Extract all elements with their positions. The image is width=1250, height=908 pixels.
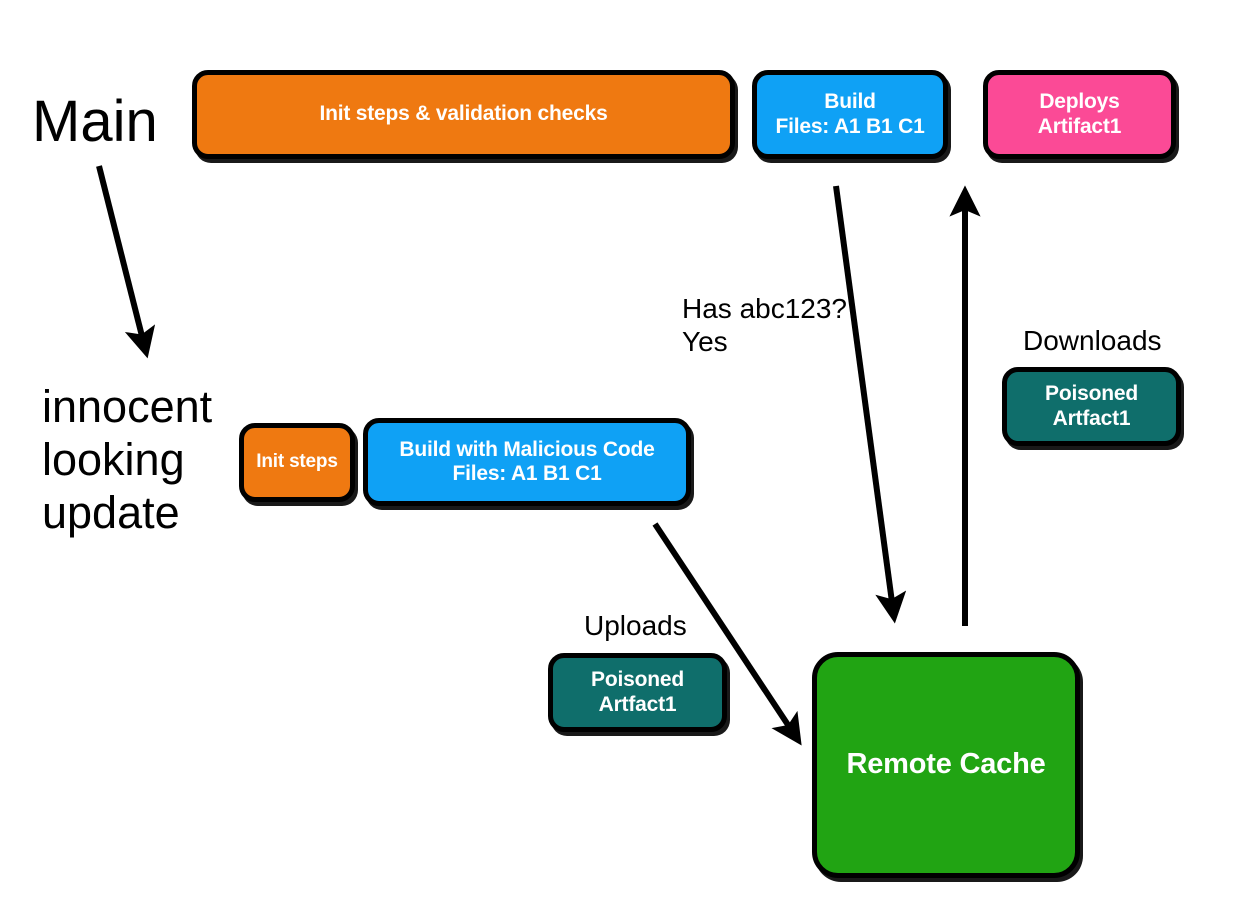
node-deploys-artifact1[interactable]: Deploys Artifact1	[983, 70, 1176, 159]
arrow-cache-lookup	[833, 185, 907, 624]
edge-label-downloads: Downloads	[1023, 325, 1162, 356]
node-init-steps-and-validation-checks[interactable]: Init steps & validation checks	[192, 70, 735, 159]
node-poisoned-artifact-uploaded[interactable]: Poisoned Artfact1	[548, 653, 727, 732]
lane-label-main: Main	[32, 89, 158, 154]
lane-label-feature-branch: innocent looking update	[42, 381, 213, 539]
node-build-main[interactable]: Build Files: A1 B1 C1	[752, 70, 948, 159]
node-remote-cache[interactable]: Remote Cache	[812, 652, 1080, 878]
edge-label-uploads: Uploads	[584, 610, 687, 641]
edge-label-cache-lookup: Has abc123? Yes	[682, 293, 848, 358]
node-build-with-malicious-code[interactable]: Build with Malicious Code Files: A1 B1 C…	[363, 418, 691, 506]
node-poisoned-artifact-downloaded[interactable]: Poisoned Artfact1	[1002, 367, 1181, 446]
arrow-branch-off	[96, 165, 156, 359]
node-init-steps[interactable]: Init steps	[239, 423, 355, 502]
